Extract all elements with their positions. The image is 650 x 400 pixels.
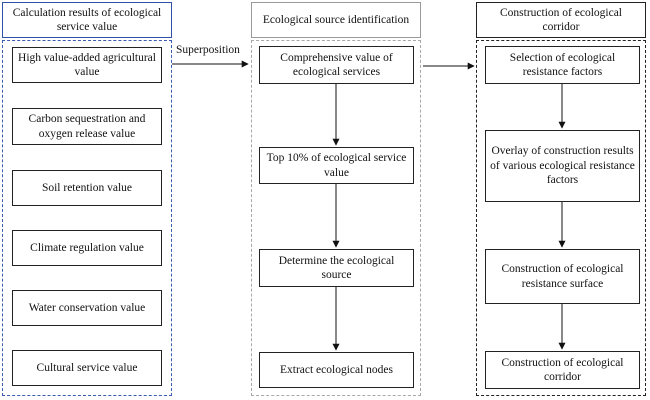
left-column-header-text: Calculation results of ecological servic… (12, 6, 162, 33)
step-resistance-surface: Construction of ecological resistance su… (485, 249, 640, 304)
step-select-resistance-factors-text: Selection of ecological resistance facto… (509, 51, 616, 78)
left-column-group (2, 40, 172, 396)
step-comprehensive-value: Comprehensive value of ecological servic… (259, 46, 414, 84)
step-top-ten-percent: Top 10% of ecological service value (259, 147, 414, 184)
service-value-water-conservation: Water conservation value (12, 290, 162, 326)
service-value-soil-retention-text: Soil retention value (41, 181, 133, 194)
middle-column-header-text: Ecological source identification (262, 13, 410, 26)
step-determine-source: Determine the ecological source (259, 249, 414, 287)
middle-column-group (251, 40, 421, 396)
superposition-label-text: Superposition (176, 44, 240, 56)
superposition-label: Superposition (176, 44, 240, 56)
service-value-cultural: Cultural service value (12, 350, 162, 386)
service-value-cultural-text: Cultural service value (36, 361, 138, 374)
service-value-agricultural: High value-added agricultural value (12, 47, 162, 83)
service-value-agricultural-text: High value-added agricultural value (18, 51, 156, 78)
step-ecological-corridor: Construction of ecological corridor (485, 351, 640, 389)
service-value-carbon-oxygen-text: Carbon sequestration and oxygen release … (28, 113, 146, 140)
step-determine-source-text: Determine the ecological source (278, 254, 395, 281)
step-resistance-surface-text: Construction of ecological resistance su… (501, 263, 624, 290)
step-overlay-resistance-factors-text: Overlay of construction results of vario… (490, 145, 635, 187)
left-column-header: Calculation results of ecological servic… (2, 2, 172, 38)
step-extract-nodes: Extract ecological nodes (259, 352, 414, 388)
right-column-header: Construction of ecological corridor (476, 2, 646, 38)
middle-column-header: Ecological source identification (251, 2, 421, 38)
service-value-climate-regulation-text: Climate regulation value (30, 241, 144, 254)
right-column-header-text: Construction of ecological corridor (500, 6, 622, 33)
service-value-carbon-oxygen: Carbon sequestration and oxygen release … (12, 108, 162, 145)
step-overlay-resistance-factors: Overlay of construction results of vario… (485, 130, 640, 202)
step-comprehensive-value-text: Comprehensive value of ecological servic… (280, 51, 393, 78)
service-value-climate-regulation: Climate regulation value (12, 230, 162, 266)
step-extract-nodes-text: Extract ecological nodes (279, 363, 394, 376)
step-select-resistance-factors: Selection of ecological resistance facto… (485, 46, 640, 84)
step-ecological-corridor-text: Construction of ecological corridor (501, 356, 624, 383)
service-value-water-conservation-text: Water conservation value (28, 301, 146, 314)
right-column-group (476, 40, 646, 396)
service-value-soil-retention: Soil retention value (12, 170, 162, 206)
step-top-ten-percent-text: Top 10% of ecological service value (266, 152, 407, 179)
